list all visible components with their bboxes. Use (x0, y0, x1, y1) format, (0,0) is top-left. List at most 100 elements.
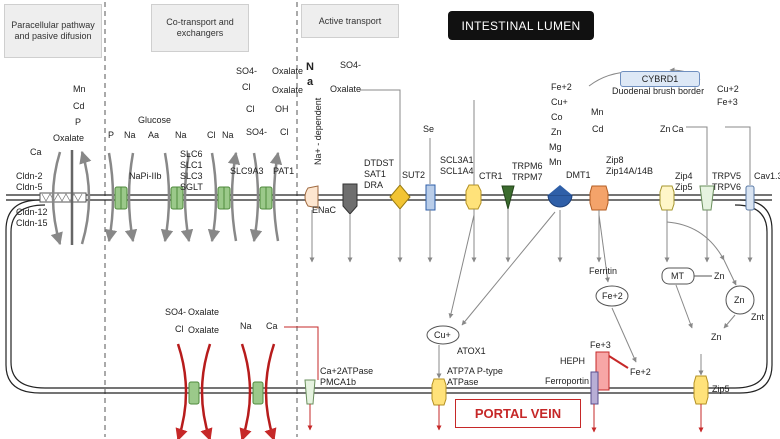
ion-co: Co (551, 112, 563, 122)
dra-label: DRA (364, 180, 384, 190)
solute-p: P (75, 117, 82, 127)
baso-so4: SO4- (165, 307, 187, 317)
pat1-so4-bottom: SO4- (246, 127, 268, 137)
apical-cotransporters (104, 151, 283, 243)
pmca1b-label: PMCA1b (320, 377, 357, 387)
intestinal-lumen-label: INTESTINAL LUMEN (448, 11, 594, 40)
ion-zn: Zn (551, 127, 562, 137)
heph-label: HEPH (560, 356, 586, 366)
ion-mg: Mg (549, 142, 562, 152)
baso-cl: Cl (175, 324, 184, 334)
claudin-2: Cldn-2 (16, 171, 43, 181)
claudin-15: Cldn-15 (16, 218, 48, 228)
header-cotransport: Co-transport and exchangers (151, 4, 249, 52)
slc1-label: SLC1 (180, 160, 203, 170)
atpase-label: ATPase (447, 377, 479, 387)
na-letter-a: a (307, 76, 314, 88)
zip8-label: Zip8 (606, 155, 624, 165)
ca-top-label: Ca (672, 124, 684, 134)
sglt-label: SGLT (180, 182, 203, 192)
na-letter-n: N (306, 61, 314, 73)
se-label: Se (423, 124, 435, 134)
cav13-label: Cav1.3 (754, 171, 780, 181)
zn-top-label: Zn (660, 124, 671, 134)
header-active-transport: Active transport (301, 4, 399, 38)
ctr1-label: CTR1 (479, 171, 503, 181)
baso-oxalate-1: Oxalate (188, 307, 220, 317)
cu-circle-label: Cu+ (434, 330, 451, 340)
atox1-label: ATOX1 (457, 346, 486, 356)
pat1-so4-top: SO4- (236, 66, 258, 76)
zip8-mn: Mn (591, 107, 604, 117)
ferroportin-label: Ferroportin (545, 376, 590, 386)
pat1-label: PAT1 (273, 166, 295, 176)
napi-iib-label: NaPi-IIb (129, 171, 162, 181)
atp7a-label: ATP7A P-type (447, 366, 503, 376)
ferritin-label: Ferritin (589, 266, 618, 276)
apical-active-transporters (304, 67, 755, 363)
ion-cu2: Cu+2 (717, 84, 739, 94)
substrate-aa: Aa (148, 130, 160, 140)
zip14-label: Zip14A/14B (606, 166, 654, 176)
pat1-oxalate-1: Oxalate (272, 66, 304, 76)
ion-cu: Cu+ (551, 97, 568, 107)
baso-oxalate-2: Oxalate (188, 325, 220, 335)
trpm7-label: TRPM7 (512, 172, 543, 182)
basolateral-transporters (175, 326, 709, 439)
so4-label: SO4- (340, 60, 362, 70)
substrate-na-2: Na (175, 130, 187, 140)
pat1-cl-3: Cl (280, 127, 289, 137)
baso-na: Na (240, 321, 252, 331)
cybrd1-box: CYBRD1 (620, 71, 700, 87)
znt-label: Znt (751, 312, 765, 322)
trpv6-label: TRPV6 (712, 182, 742, 192)
portal-vein-label: PORTAL VEIN (455, 399, 581, 428)
slc9a3-na: Na (222, 130, 234, 140)
intracellular-shapes (426, 259, 755, 345)
substrate-p: P (108, 130, 115, 140)
brush-border-label: Duodenal brush border (612, 86, 705, 96)
trpv5-label: TRPV5 (712, 171, 742, 181)
solute-oxalate: Oxalate (53, 133, 85, 143)
cell-membrane (5, 194, 773, 394)
solute-mn: Mn (73, 84, 86, 94)
slc3-label: SLC3 (180, 171, 203, 181)
claudin-12: Cldn-12 (16, 207, 48, 217)
zip5-label: Zip5 (675, 182, 693, 192)
mt-label: MT (671, 271, 684, 281)
zn-circle-label: Zn (734, 295, 745, 305)
solute-cd: Cd (73, 101, 85, 111)
pat1-cl-1: Cl (242, 82, 251, 92)
zn-low-label: Zn (711, 332, 722, 342)
substrate-na: Na (124, 130, 136, 140)
zip8-cd: Cd (592, 124, 604, 134)
claudin-5: Cldn-5 (16, 182, 43, 192)
pat1-oh: OH (275, 104, 289, 114)
glucose-label: Glucose (138, 115, 172, 125)
dmt1-label: DMT1 (566, 170, 591, 180)
sat1-label: SAT1 (364, 169, 386, 179)
fe3-label: Fe+3 (590, 340, 611, 350)
header-paracellular: Paracellular pathway and pasive difusion (4, 4, 102, 58)
ion-fe2: Fe+2 (551, 82, 572, 92)
solute-ca: Ca (30, 147, 42, 157)
zip5-baso-label: Zip5 (712, 384, 730, 394)
slc9a3-label: SLC9A3 (230, 166, 264, 176)
scl1a4-label: SCL1A4 (440, 166, 474, 176)
fe2-inner-label: Fe+2 (602, 291, 623, 301)
baso-ca: Ca (266, 321, 278, 331)
slc9a3-cl: Cl (207, 130, 216, 140)
ion-fe3: Fe+3 (717, 97, 738, 107)
dtdst-label: DTDST (364, 158, 394, 168)
ca-atpase-label: Ca+2ATPase (320, 366, 374, 376)
slc6-label: SLC6 (180, 149, 203, 159)
sut2-label: SUT2 (402, 170, 426, 180)
pat1-oxalate-2: Oxalate (272, 85, 304, 95)
enac-label: ENaC (312, 205, 337, 215)
ion-mn: Mn (549, 157, 562, 167)
scl3a1-label: SCL3A1 (440, 155, 474, 165)
mt-zn-label: Zn (714, 271, 725, 281)
pat1-cl-2: Cl (246, 104, 255, 114)
